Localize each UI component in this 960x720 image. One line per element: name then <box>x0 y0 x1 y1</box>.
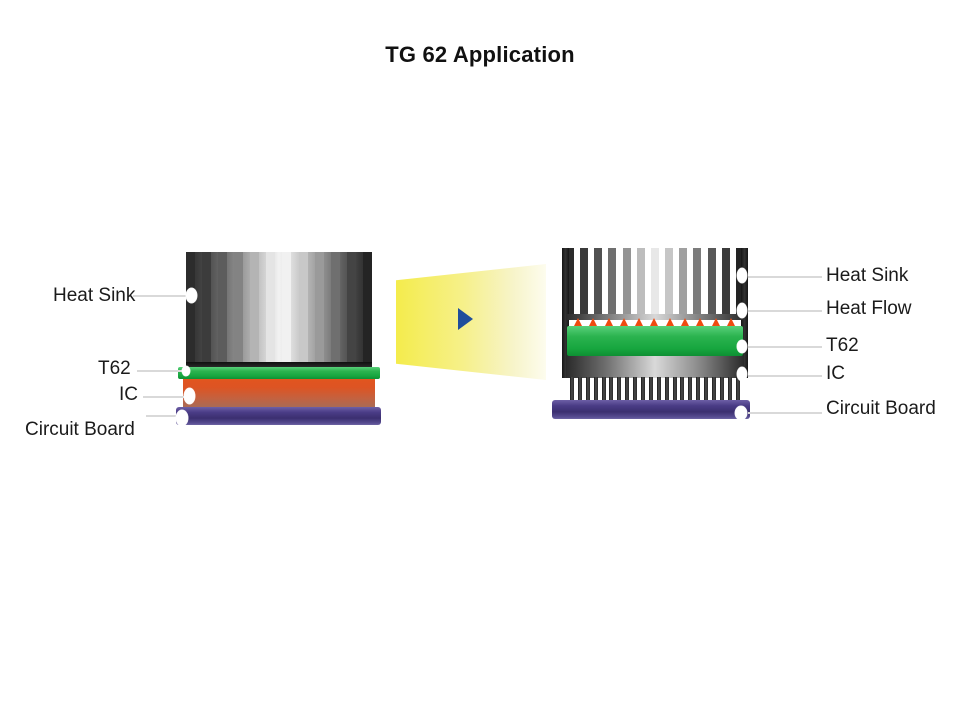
left-package-diagram <box>176 252 381 432</box>
right-package-diagram <box>552 248 750 426</box>
right-label-ic: IC <box>826 363 845 384</box>
right-t62-layer <box>567 326 743 356</box>
right-dot-heat-sink <box>737 268 747 283</box>
left-label-heat-sink: Heat Sink <box>53 285 136 306</box>
right-leader-t62 <box>748 346 822 348</box>
left-dot-ic <box>184 388 195 404</box>
right-leader-heat-flow <box>748 310 822 312</box>
left-dot-t62 <box>182 366 190 376</box>
right-heat-sink-fins <box>566 248 744 316</box>
left-circuit-board <box>176 407 381 425</box>
left-t62-pad <box>178 367 380 379</box>
right-ic-pins <box>570 377 740 403</box>
play-triangle-icon <box>458 308 473 330</box>
right-heat-sink-underplate <box>566 314 744 320</box>
left-dot-heat-sink <box>186 288 197 303</box>
left-label-ic: IC <box>119 384 138 405</box>
right-label-t62: T62 <box>826 335 859 356</box>
right-dot-ic <box>737 367 747 381</box>
left-label-circuit-board: Circuit Board <box>25 419 135 440</box>
right-leader-heat-sink <box>748 276 822 278</box>
left-dot-circuit-board <box>176 410 188 426</box>
right-dot-circuit-board <box>735 406 747 420</box>
left-heat-sink-fins <box>186 252 372 364</box>
right-label-circuit-board: Circuit Board <box>826 398 936 419</box>
left-leader-ic <box>143 396 187 398</box>
right-dot-t62 <box>737 340 747 353</box>
left-ic-layer <box>183 379 375 407</box>
right-leader-ic <box>748 375 822 377</box>
right-frame-left-rail <box>562 248 569 378</box>
left-label-t62: T62 <box>98 358 131 379</box>
page-title: TG 62 Application <box>385 42 575 67</box>
right-circuit-board <box>552 400 750 419</box>
left-leader-circuit-board <box>146 415 186 417</box>
right-label-heat-sink: Heat Sink <box>826 265 909 286</box>
left-leader-heat-sink <box>133 295 189 297</box>
right-dot-heat-flow <box>737 303 747 318</box>
right-label-heat-flow: Heat Flow <box>826 298 912 319</box>
left-leader-t62 <box>137 370 185 372</box>
right-leader-circuit-board <box>748 412 822 414</box>
right-ic-layer <box>567 356 743 378</box>
magnify-cone <box>396 264 546 380</box>
